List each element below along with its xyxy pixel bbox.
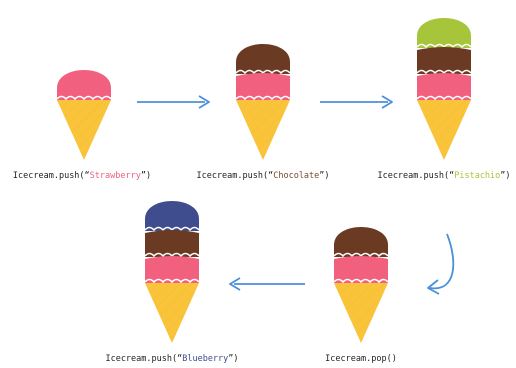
ice-cream-cone-push-chocolate [235,44,291,160]
scoop-edge [144,278,200,284]
arrow-3-to-4-curved [427,233,455,295]
scoop-edge [235,95,291,101]
scoop-strawberry-icon [236,73,290,100]
scoop-chocolate-icon [334,227,388,257]
ice-cream-cone-pop [333,227,389,343]
cone-texture [57,100,111,160]
ice-cream-cone-push-blueberry [144,201,200,343]
scoop-pistachio-icon [417,18,471,48]
caption-pop: Icecream.pop() [325,354,397,364]
arrow-2-to-3 [320,95,393,109]
cone-texture [236,100,290,160]
scoop-chocolate-icon [417,47,471,74]
scoop-blueberry-icon [145,201,199,231]
scoop-strawberry-icon [145,256,199,283]
caption-push-chocolate: Icecream.push(“Chocolate”) [196,171,330,181]
flavor-name: Strawberry [89,171,141,181]
arrow-4-to-5 [229,277,305,291]
ice-cream-cone-push-strawberry [56,70,112,160]
scoop-chocolate-icon [236,44,290,74]
scoop-edge [56,95,112,101]
caption-push-strawberry: Icecream.push(“Strawberry”) [12,171,152,181]
scoop-edge [416,95,472,101]
scoop-chocolate-icon [145,230,199,257]
cone-texture [334,283,388,343]
flavor-name: Blueberry [182,354,229,364]
ice-cream-cone-push-pistachio [416,18,472,160]
cone-texture [417,100,471,160]
cone-texture [145,283,199,343]
scoop-strawberry-icon [417,73,471,100]
caption-push-pistachio: Icecream.push(“Pistachio”) [377,171,511,181]
flavor-name: Chocolate [273,171,320,181]
arrow-1-to-2 [137,95,210,109]
flavor-name: Pistachio [454,171,501,181]
scoop-strawberry-icon [57,70,111,100]
caption-push-blueberry: Icecream.push(“Blueberry”) [105,354,239,364]
scoop-edge [333,278,389,284]
scoop-strawberry-icon [334,256,388,283]
